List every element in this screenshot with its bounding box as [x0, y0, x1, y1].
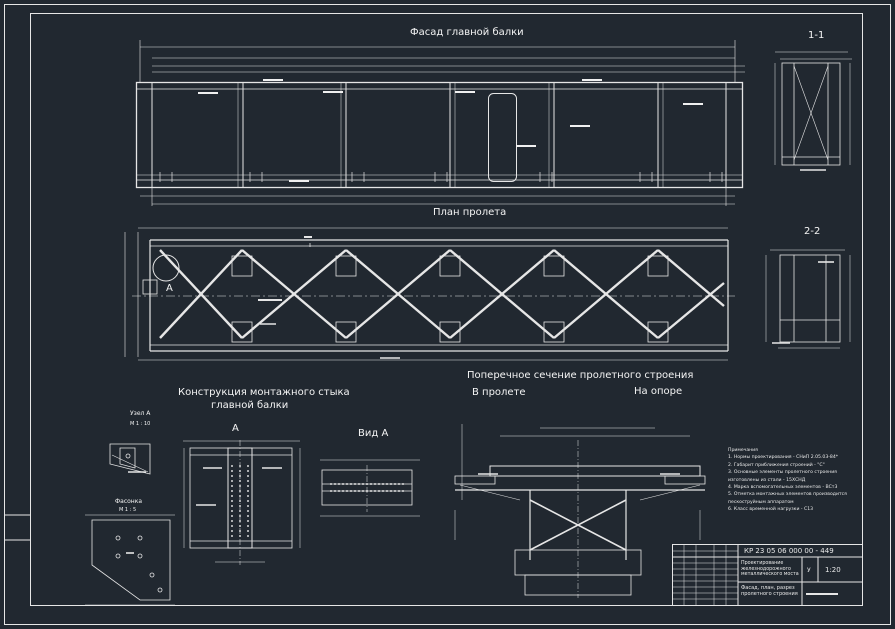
note-item: 5. Отметка монтажных элементов производи…: [728, 492, 847, 498]
view-a-title: Вид А: [358, 428, 389, 439]
stage-letter: У: [807, 567, 811, 574]
node-a-detail: [109, 443, 151, 475]
joint-title-line2: главной балки: [211, 400, 289, 411]
section-2-2: [765, 249, 851, 349]
joint-mark-a: А: [232, 423, 239, 434]
facade-view: [135, 40, 745, 206]
section-2-2-title: 2-2: [804, 226, 821, 237]
outer-frame: [4, 4, 891, 625]
joint-title-line1: Конструкция монтажного стыка: [178, 387, 350, 398]
sheet-name: Фасад, план, разрез пролетного строения: [741, 585, 798, 597]
project-line: металлического моста: [741, 572, 799, 577]
project-line: железнодорожного: [741, 566, 791, 572]
note-item: 2. Габарит приближения строений - "С": [728, 462, 825, 468]
fasonka-scale: М 1 : 5: [119, 507, 137, 513]
on-support-title: На опоре: [634, 386, 683, 397]
facade-title: Фасад главной балки: [410, 27, 524, 38]
section-1-1: [774, 51, 852, 171]
drawing-code: КР 23 05 06 000 00 - 449: [744, 547, 834, 555]
title-block-lines: [672, 544, 863, 606]
drawing-scale: 1:20: [825, 566, 841, 574]
plan-title: План пролета: [433, 207, 507, 218]
note-item: 3. Основные элементы пролетного строения: [728, 470, 837, 476]
cross-section: [454, 424, 706, 598]
montage-joint: [183, 440, 301, 565]
fasonka-title: Фасонка: [115, 498, 143, 505]
note-item: 1. Нормы проектирования - СНиП 2.05.03-8…: [728, 455, 839, 461]
fasonka-detail: [85, 514, 175, 606]
plan-mark-a: А: [166, 283, 173, 294]
in-span-title: В пролете: [472, 387, 526, 398]
notes-heading: Примечания: [728, 448, 758, 453]
notes-block: Примечания 1. Нормы проектирования - СНи…: [728, 447, 860, 514]
note-item: изготовлены из стали - 15ХСНД: [728, 477, 806, 483]
note-item: 4. Марка вспомогательных элементов - ВСт…: [728, 485, 838, 491]
view-a: [320, 459, 420, 517]
inner-frame: [30, 13, 863, 606]
plan-view: [124, 227, 735, 361]
project-line: Проектирование: [741, 561, 784, 566]
note-item: пескоструйным аппаратом: [728, 499, 794, 505]
project-name: Проектирование железнодорожного металлич…: [741, 561, 799, 578]
cross-section-title: Поперечное сечение пролетного строения: [467, 370, 694, 381]
section-1-1-title: 1-1: [808, 30, 825, 41]
node-a-scale: М 1 : 10: [130, 421, 151, 427]
sheet-line: пролетного строения: [741, 591, 798, 597]
note-item: 6. Класс временной нагрузки - С13: [728, 507, 814, 513]
sheet-line: Фасад, план, разрез: [741, 585, 795, 591]
node-a-title: Узел А: [130, 410, 151, 417]
